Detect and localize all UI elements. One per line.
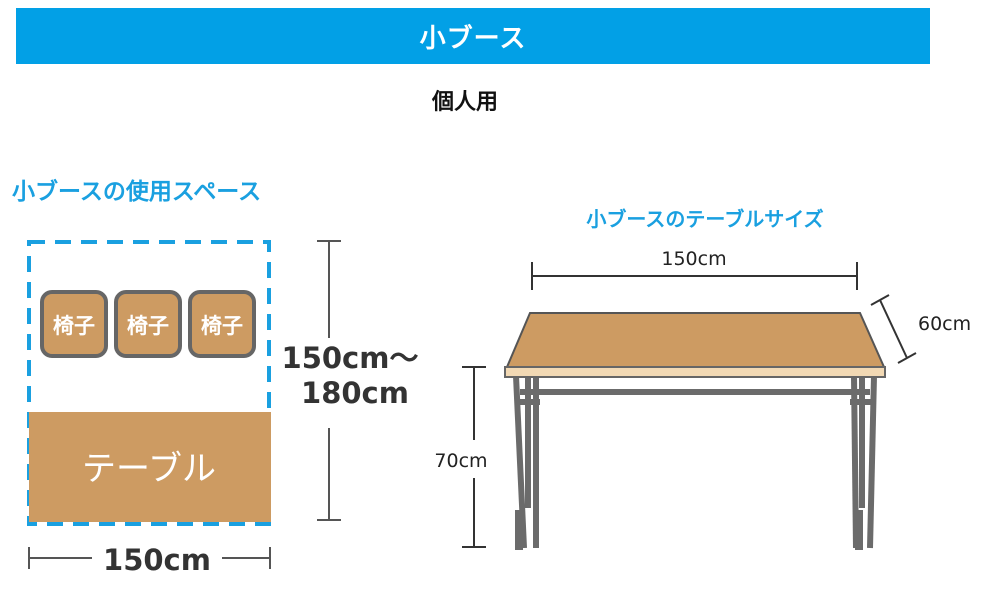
table-depth-dimension [870, 294, 917, 364]
table-top [505, 312, 886, 368]
table-block [29, 412, 271, 522]
width-label: 150cm [103, 543, 211, 577]
width-dimension-line [28, 547, 271, 569]
table-legs [513, 375, 877, 549]
depth-dimension-line [317, 240, 341, 521]
chair-1: 椅子 [40, 290, 108, 358]
table-height-label: 70cm [434, 450, 487, 472]
table-front-edge [504, 366, 886, 378]
chair-2-label: 椅子 [127, 314, 169, 338]
space-section-title: 小ブースの使用スペース [12, 179, 262, 205]
chair-2: 椅子 [114, 290, 182, 358]
space-outline [27, 240, 271, 526]
header-title: 小ブース [419, 23, 527, 54]
header-banner: 小ブース [16, 8, 930, 64]
subtitle: 個人用 [431, 90, 498, 115]
table-section-title: 小ブースのテーブルサイズ [586, 207, 824, 231]
chair-3: 椅子 [188, 290, 256, 358]
table-width-label: 150cm [661, 248, 726, 270]
chair-3-label: 椅子 [201, 314, 243, 338]
table-block-label: テーブル [82, 449, 216, 489]
floor-plan: 椅子 椅子 椅子 テーブル 150cm〜 180cm 150cm [27, 240, 419, 577]
table-width-dimension [531, 262, 858, 290]
depth-label-line2: 180cm [301, 376, 409, 410]
chair-1-label: 椅子 [53, 314, 95, 338]
table-illustration: 150cm 60cm 70cm [434, 248, 971, 550]
table-height-dimension [462, 366, 486, 548]
depth-label-line1: 150cm〜 [282, 341, 419, 375]
table-depth-label: 60cm [918, 313, 971, 335]
